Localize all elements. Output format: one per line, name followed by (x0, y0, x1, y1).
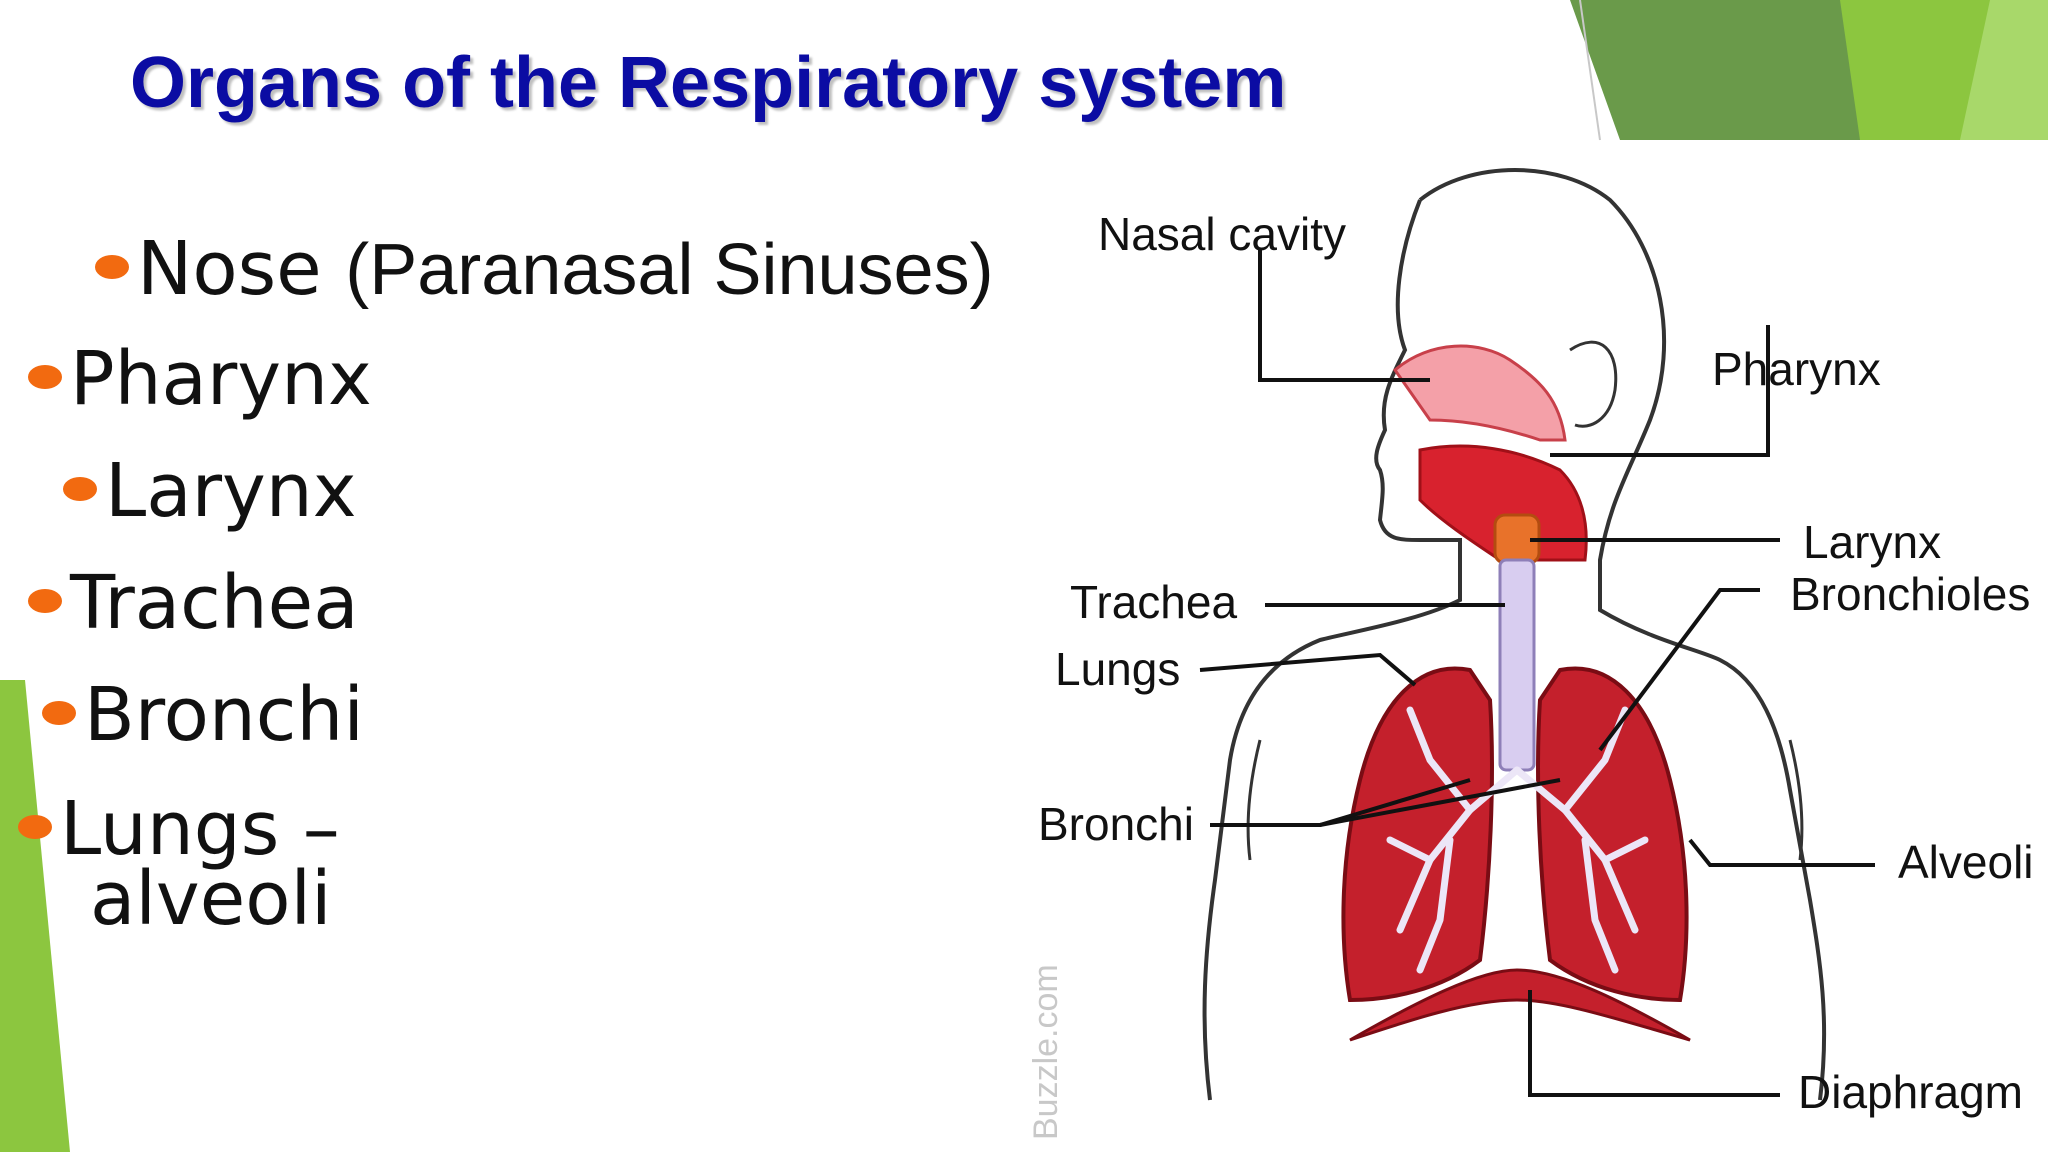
bullet-dot-icon (28, 365, 62, 390)
bullet-lungs: Lungs – (18, 792, 340, 866)
ear-icon (1569, 340, 1618, 428)
bullet-dot-icon (28, 589, 62, 614)
label-lungs: Lungs (1055, 643, 1180, 695)
label-larynx: Larynx (1803, 516, 1941, 568)
bullet-label-line2: alveoli (90, 856, 332, 942)
bullet-bronchi: Bronchi (42, 678, 364, 752)
bullet-nose: Nose (Paranasal Sinuses) (95, 232, 994, 306)
top-right-accent-stripe (1960, 0, 2048, 140)
bullet-dot-icon (63, 477, 97, 502)
left-accent (0, 680, 70, 1152)
bullet-label: Larynx (105, 448, 357, 534)
label-pharynx: Pharynx (1712, 343, 1881, 395)
pharynx (1418, 444, 1588, 562)
trachea (1498, 558, 1536, 772)
label-trachea: Trachea (1070, 576, 1237, 628)
leader-lines (1199, 250, 1875, 1097)
left-lung (1341, 666, 1494, 1003)
bullet-trachea: Trachea (28, 566, 359, 640)
bullet-label: Pharynx (70, 336, 372, 422)
bullet-sublabel: (Paranasal Sinuses) (345, 230, 994, 310)
bullet-lungs-line2: alveoli (90, 862, 332, 936)
head-outline (1418, 168, 1827, 1101)
label-bronchioles: Bronchioles (1790, 568, 2030, 620)
watermark: Buzzle.com (1027, 964, 1065, 1140)
bullet-dot-icon (42, 701, 76, 726)
bullet-dot-icon (18, 815, 52, 840)
respiratory-diagram: Nasal cavity Pharynx Larynx Bronchioles … (1027, 168, 2034, 1140)
diaphragm (1349, 968, 1691, 1042)
bullet-label: Bronchi (84, 672, 364, 758)
slide-title: Organs of the Respiratory system (130, 43, 1287, 123)
bronchial-tree (1386, 706, 1649, 974)
bullet-label: Nose (137, 226, 322, 312)
label-alveoli: Alveoli (1898, 836, 2034, 888)
bullet-pharynx: Pharynx (28, 342, 372, 416)
label-bronchi: Bronchi (1038, 798, 1194, 850)
bullet-label: Lungs – (60, 786, 340, 872)
right-lung (1536, 666, 1689, 1003)
bullet-dot-icon (95, 255, 129, 280)
label-diaphragm: Diaphragm (1798, 1066, 2023, 1118)
bullet-label: Trachea (70, 560, 359, 646)
nasal-cavity (1392, 344, 1567, 442)
label-nasal-cavity: Nasal cavity (1098, 208, 1346, 260)
bullet-larynx: Larynx (63, 454, 356, 528)
